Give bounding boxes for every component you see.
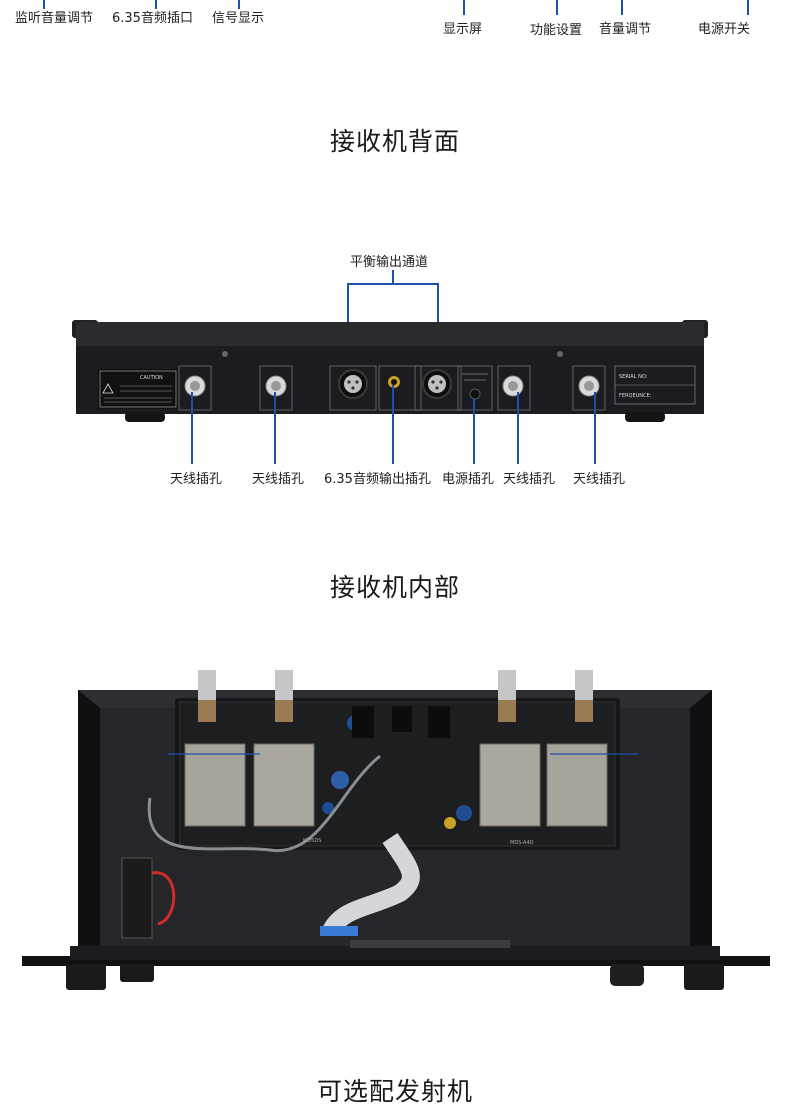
bracket-line bbox=[392, 270, 394, 283]
label-audio-out: 6.35音频输出插孔 bbox=[324, 472, 431, 487]
label-antenna-4: 天线插孔 bbox=[573, 472, 626, 487]
pointer-line bbox=[191, 392, 193, 464]
receiver-inside-drawing: MD5DS MDS-A4D bbox=[22, 670, 770, 990]
pointer-line bbox=[43, 0, 45, 9]
serial-no-text: SERIAL NO: bbox=[619, 374, 648, 380]
label-antenna-1: 天线插孔 bbox=[170, 472, 223, 487]
label-volume: 音量调节 bbox=[599, 22, 652, 37]
pointer-line bbox=[594, 392, 596, 464]
label-power-jack: 电源插孔 bbox=[442, 472, 495, 487]
pointer-line bbox=[392, 385, 394, 464]
bracket-line bbox=[347, 283, 438, 285]
pointer-line bbox=[556, 0, 558, 15]
receiver-rear-drawing: CAUTION bbox=[72, 320, 708, 422]
pointer-line bbox=[517, 392, 519, 464]
label-antenna-2: 天线插孔 bbox=[252, 472, 305, 487]
label-display: 显示屏 bbox=[443, 22, 483, 37]
label-antenna-3: 天线插孔 bbox=[503, 472, 556, 487]
balanced-output-label: 平衡输出通道 bbox=[350, 255, 429, 270]
board-label-left: MD5DS bbox=[303, 838, 321, 844]
transmitter-section-title: 可选配发射机 bbox=[316, 1077, 473, 1106]
receiver-inside-image: MD5DS MDS-A4D bbox=[20, 668, 772, 998]
pointer-line bbox=[155, 0, 157, 9]
pointer-line bbox=[274, 392, 276, 464]
pointer-line bbox=[473, 398, 475, 464]
rear-section-title: 接收机背面 bbox=[329, 127, 460, 156]
label-function: 功能设置 bbox=[530, 23, 583, 38]
pointer-line bbox=[238, 0, 240, 9]
receiver-rear-image: CAUTION bbox=[70, 316, 710, 426]
label-power-switch: 电源开关 bbox=[698, 22, 751, 37]
inner-section-title: 接收机内部 bbox=[329, 573, 460, 602]
label-635-jack: 6.35音频插口 bbox=[112, 11, 193, 26]
pointer-line bbox=[747, 0, 749, 15]
frequence-text: FERQEUNCE: bbox=[619, 393, 652, 399]
label-signal: 信号显示 bbox=[212, 11, 265, 26]
caution-text: CAUTION bbox=[140, 375, 163, 381]
pointer-line bbox=[621, 0, 623, 15]
label-monitor-volume: 监听音量调节 bbox=[15, 11, 94, 26]
pointer-line bbox=[463, 0, 465, 15]
board-label-right: MDS-A4D bbox=[510, 840, 534, 846]
